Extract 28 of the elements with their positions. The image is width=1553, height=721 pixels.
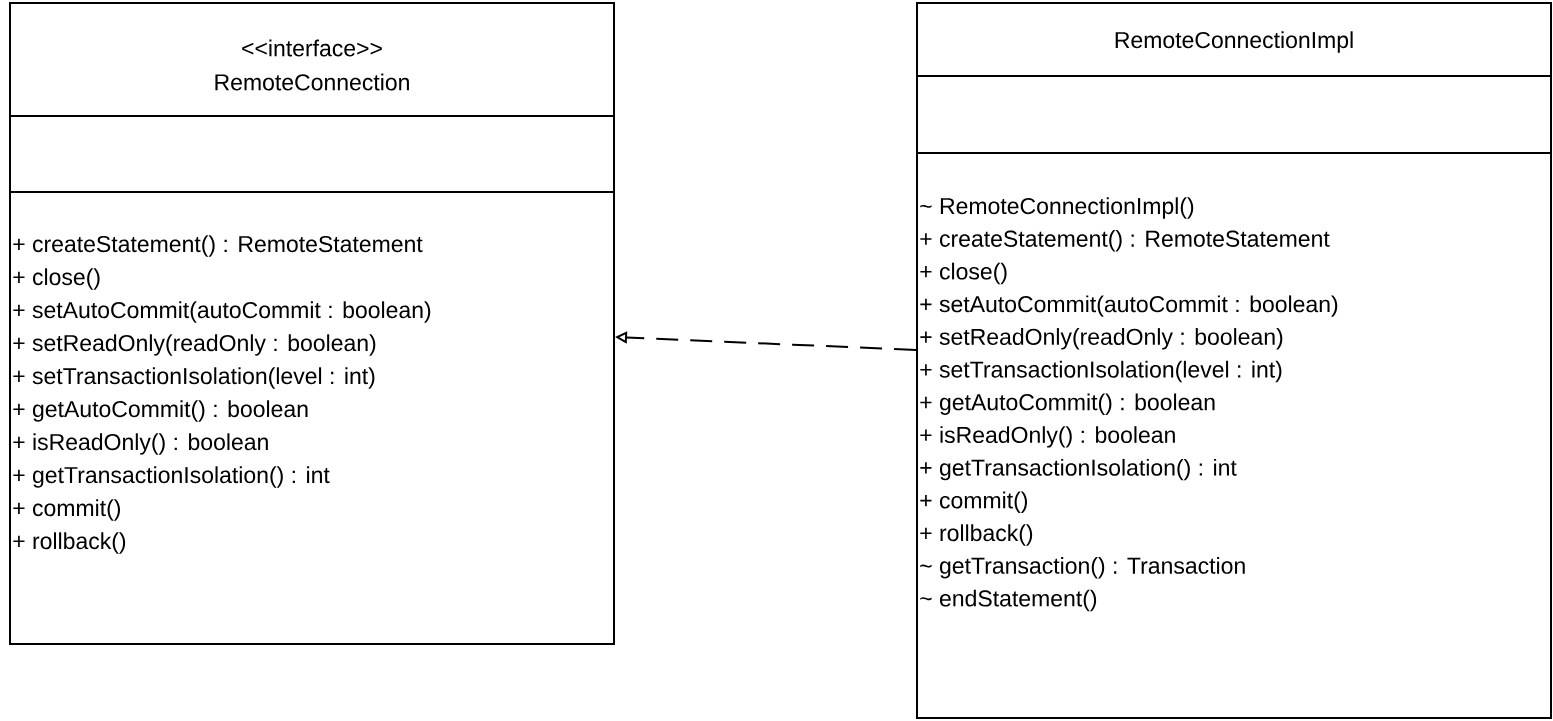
method-label: + commit() — [13, 499, 120, 521]
class-name: RemoteConnection — [215, 73, 409, 91]
method-label: + getAutoCommit() : boolean — [13, 400, 308, 422]
class-name: RemoteConnectionImpl — [1115, 31, 1353, 53]
stereotype-label: <<interface>> — [242, 39, 382, 57]
method-label: + rollback() — [920, 524, 1033, 546]
method-label: + close() — [13, 268, 100, 290]
method-label: + setTransactionIsolation(level : int) — [920, 360, 1282, 383]
method-label: + setReadOnly(readOnly : boolean) — [920, 328, 1283, 350]
method-label: + setAutoCommit(autoCommit : boolean) — [13, 301, 431, 323]
method-label: ~ endStatement() — [920, 589, 1097, 612]
class-box — [9, 2, 615, 645]
method-label: + commit() — [920, 491, 1027, 514]
method-label: + createStatement() : RemoteStatement — [13, 235, 423, 257]
method-label: ~ getTransaction() : Transaction — [920, 557, 1245, 579]
method-label: + setTransactionIsolation(level : int) — [13, 367, 375, 389]
method-label: + setAutoCommit(autoCommit : boolean) — [920, 295, 1338, 317]
method-label: + close() — [920, 262, 1007, 285]
method-label: + isReadOnly() : boolean — [920, 426, 1175, 448]
method-label: + rollback() — [13, 532, 126, 554]
class-box — [916, 2, 1552, 719]
method-label: + createStatement() : RemoteStatement — [920, 230, 1330, 252]
method-label: + getTransactionIsolation() : int — [13, 466, 330, 488]
method-label: + getAutoCommit() : boolean — [920, 393, 1215, 415]
method-label: ~ RemoteConnectionImpl() — [920, 197, 1194, 219]
method-label: + getTransactionIsolation() : int — [920, 458, 1237, 481]
method-label: + isReadOnly() : boolean — [13, 433, 268, 455]
method-label: + setReadOnly(readOnly : boolean) — [13, 334, 376, 356]
